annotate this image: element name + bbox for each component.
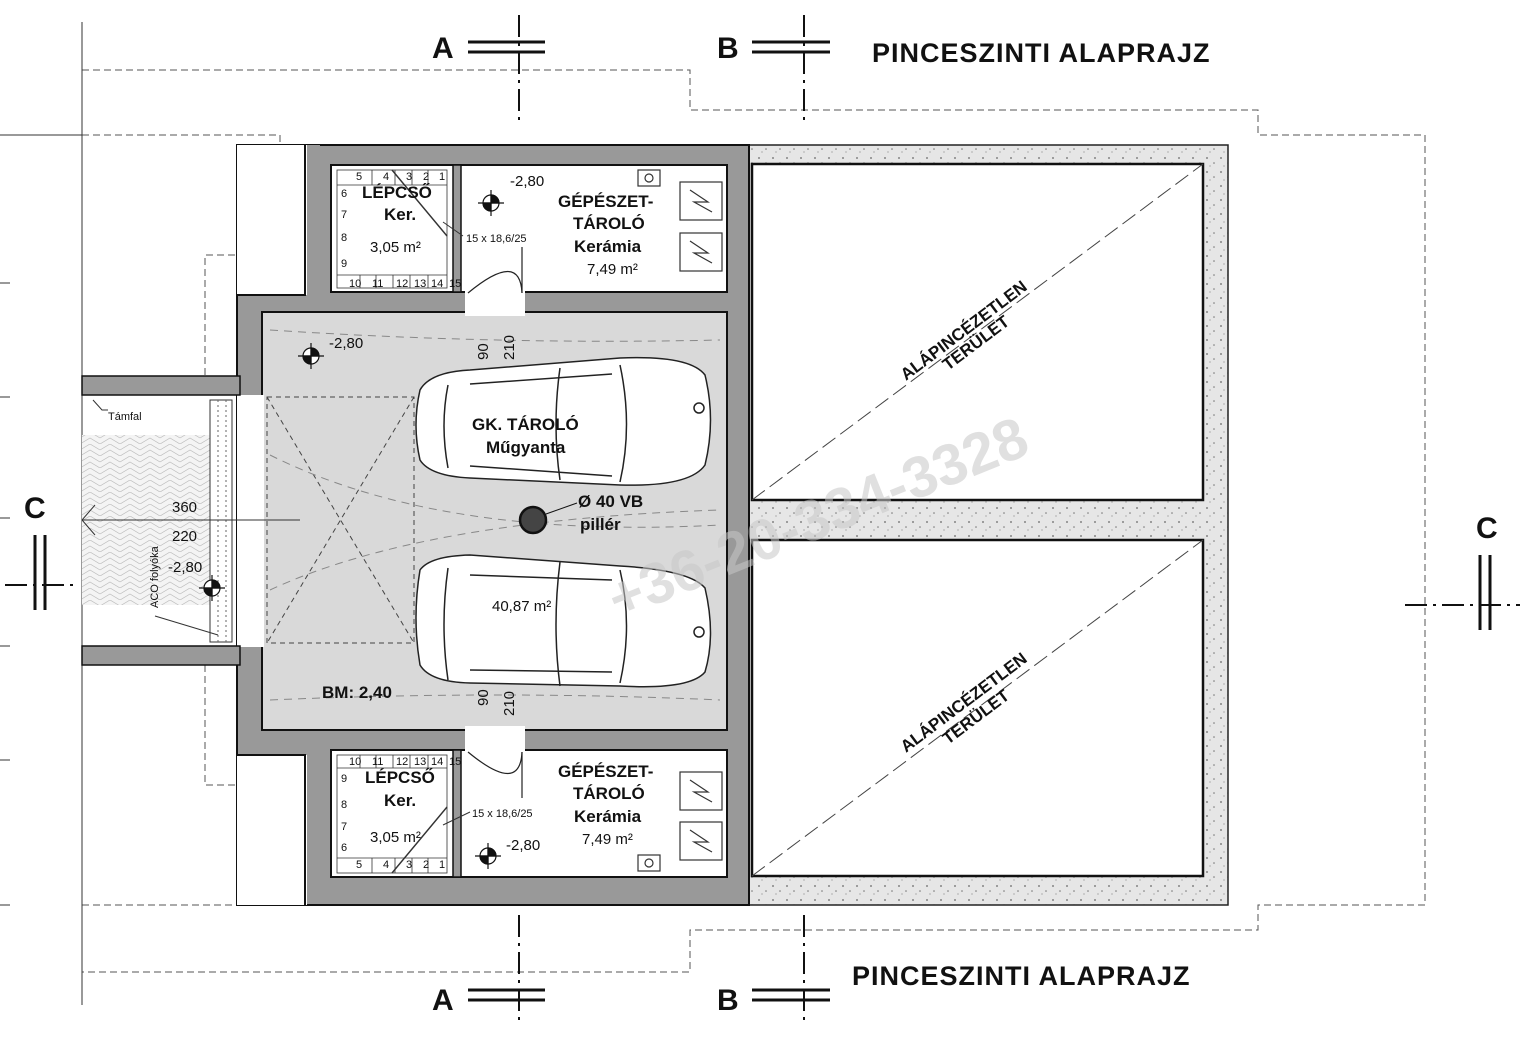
section-b-bottom: B [717,984,739,1017]
title-top: PINCESZINTI ALAPRAJZ [872,38,1211,68]
leaders [92,221,471,826]
stair-bottom-step-10: 10 [349,756,361,768]
door-bottom-height: 210 [501,691,518,716]
basement-walls [236,144,750,906]
ramp-dim-360: 360 [172,499,197,516]
stair-top-step-8: 8 [341,232,347,244]
garage-door-area [266,396,415,644]
stair-top-step-4: 4 [383,171,389,183]
stair-top-level: -2,80 [510,173,544,190]
stair-top-step-9: 9 [341,258,347,270]
stair-bottom-step-12: 12 [396,756,408,768]
garage-name: GK. TÁROLÓ [472,415,579,434]
stair-top-step-1: 1 [439,171,445,183]
tech-bottom-floor: Kerámia [574,807,642,826]
stair-top-step-11: 11 [372,278,383,290]
stair-top-steps: 15 x 18,6/25 [466,233,527,245]
stair-bottom-area: 3,05 m² [370,829,421,846]
stair-top-step-15: 15 [449,278,461,290]
stair-bottom [336,754,448,874]
stair-bottom-floor: Ker. [384,791,416,810]
tech-bottom-area: 7,49 m² [582,831,633,848]
stair-bottom-step-11: 11 [372,756,383,768]
stair-bottom-step-3: 3 [406,859,412,871]
stair-top [336,169,448,289]
level-markers [199,190,504,869]
stair-bottom-step-14: 14 [431,756,443,768]
section-c-left: C [24,492,46,525]
stair-top-step-12: 12 [396,278,408,290]
title-bottom: PINCESZINTI ALAPRAJZ [852,961,1191,991]
unexcavated-walls [747,144,1229,906]
garage-height: BM: 2,40 [322,683,392,702]
stair-top-step-6: 6 [341,188,347,200]
stair-bottom-step-9: 9 [341,773,347,785]
stair-top-area: 3,05 m² [370,239,421,256]
car-bottom [415,554,712,688]
door-top-height: 210 [501,335,518,360]
ramp-dim-220: 220 [172,528,197,545]
tech-bottom-name2: TÁROLÓ [573,784,645,803]
stair-top-step-5: 5 [356,171,362,183]
stair-top-floor: Ker. [384,205,416,224]
tech-top-name1: GÉPÉSZET- [558,192,653,211]
stair-bottom-step-2: 2 [423,859,429,871]
tech-top-area: 7,49 m² [587,261,638,278]
tech-bottom-name1: GÉPÉSZET- [558,762,653,781]
stair-bottom-steps: 15 x 18,6/25 [472,808,533,820]
stair-top-step-3: 3 [406,171,412,183]
stair-top-name: LÉPCSŐ [362,183,432,202]
stair-bottom-step-13: 13 [414,756,426,768]
pillar-symbol [518,505,548,535]
turning-curves [269,329,721,701]
section-b-top: B [717,32,739,65]
pillar-label-2: pillér [580,515,621,534]
retaining-wall-label: Támfal [108,411,142,423]
stair-bottom-step-4: 4 [383,859,389,871]
pillar-leader [545,502,578,515]
garage-level: -2,80 [329,335,363,352]
doors [467,247,523,798]
left-ticks [0,134,10,906]
section-a-bottom: A [432,984,454,1017]
stair-bottom-step-8: 8 [341,799,347,811]
garage-area: 40,87 m² [492,598,551,615]
garage-floor: Műgyanta [486,438,566,457]
section-a-top: A [432,32,454,65]
drain-label: ACO folyóka [149,545,161,608]
stair-top-step-13: 13 [414,278,426,290]
stair-bottom-level: -2,80 [506,837,540,854]
stair-top-step-2: 2 [423,171,429,183]
section-c-right: C [1476,512,1498,545]
stair-top-step-10: 10 [349,278,361,290]
ramp-level: -2,80 [168,559,202,576]
stair-bottom-step-15: 15 [449,756,461,768]
section-cuts [5,15,1520,1025]
door-bottom-width: 90 [475,689,492,706]
tech-top-name2: TÁROLÓ [573,214,645,233]
stair-bottom-step-6: 6 [341,842,347,854]
site-outline [82,69,1426,973]
stair-top-step-7: 7 [341,209,347,221]
stair-bottom-step-7: 7 [341,821,347,833]
tech-top-floor: Kerámia [574,237,642,256]
pillar-label-1: Ø 40 VB [578,492,643,511]
stair-top-step-14: 14 [431,278,443,290]
stair-bottom-step-1: 1 [439,859,445,871]
door-top-width: 90 [475,343,492,360]
car-top [415,356,712,486]
stair-bottom-name: LÉPCSŐ [365,768,435,787]
equipment-symbols [637,169,723,872]
stair-bottom-step-5: 5 [356,859,362,871]
